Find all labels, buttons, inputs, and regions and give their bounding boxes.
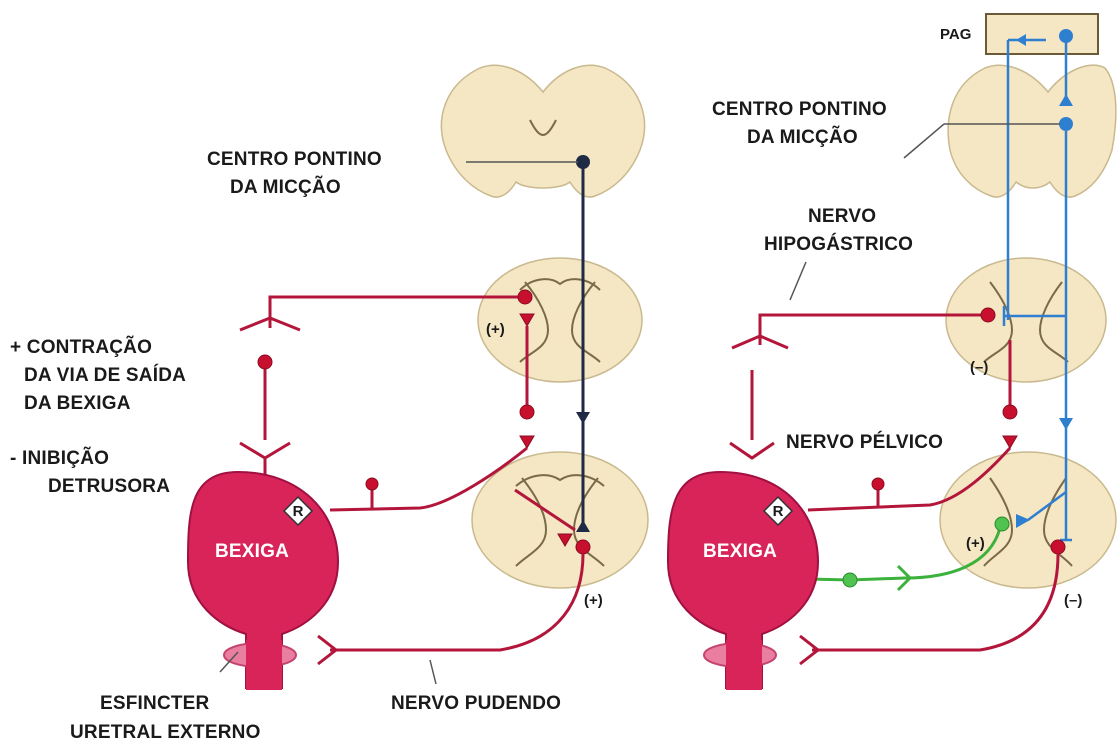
arrow-down-icon: [576, 412, 590, 424]
bladder-label-left: BEXIGA: [215, 541, 289, 562]
pmc-label-right-line2: DA MICÇÃO: [747, 126, 858, 148]
hypogastric-label-line1: NERVO: [808, 206, 876, 227]
right-panel: PAG: [668, 14, 1116, 690]
pmc-label-left-line2: DA MICÇÃO: [230, 176, 341, 198]
pmc-neuron-left: [576, 155, 590, 169]
pmc-label-left-line1: CENTRO PONTINO: [207, 149, 382, 170]
bladder-right: R BEXIGA: [668, 472, 818, 690]
legend-contraction-line2: DA VIA DE SAÍDA: [24, 364, 186, 386]
receptor-label-left: R: [293, 503, 304, 520]
sign-right-upper: (–): [970, 359, 988, 376]
sphincter-label-line1: ESFINCTER: [100, 693, 210, 714]
sign-right-lower-minus: (–): [1064, 592, 1082, 609]
receptor-label-right: R: [773, 503, 784, 520]
hypogastric-label-line2: HIPOGÁSTRICO: [764, 233, 913, 255]
pmc-label-right-line1: CENTRO PONTINO: [712, 99, 887, 120]
sign-right-lower-plus: (+): [966, 535, 985, 552]
sign-left-lower: (+): [584, 592, 603, 609]
left-panel: R BEXIGA CENTRO PONTINO DA MICÇÃO (+) (+…: [70, 65, 648, 743]
pudendal-nerve-label: NERVO PUDENDO: [391, 693, 561, 714]
bladder-left: R BEXIGA: [188, 472, 338, 690]
legend-contraction-line1: + CONTRAÇÃO: [10, 336, 152, 358]
pag-label: PAG: [940, 26, 971, 43]
pag-box: [986, 14, 1098, 54]
legend-contraction-line3: DA BEXIGA: [24, 393, 131, 414]
legend: + CONTRAÇÃO DA VIA DE SAÍDA DA BEXIGA - …: [10, 336, 186, 497]
pons-right: [948, 65, 1116, 197]
legend-inhibition-line1: - INIBIÇÃO: [10, 447, 109, 469]
sign-left-upper: (+): [486, 321, 505, 338]
pelvic-nerve-label: NERVO PÉLVICO: [786, 431, 943, 453]
spinal-segment-left-upper: [478, 258, 642, 382]
legend-inhibition-line2: DETRUSORA: [48, 476, 170, 497]
bladder-label-right: BEXIGA: [703, 541, 777, 562]
pons-left: [441, 65, 644, 197]
sphincter-label-line2: URETRAL EXTERNO: [70, 722, 261, 743]
